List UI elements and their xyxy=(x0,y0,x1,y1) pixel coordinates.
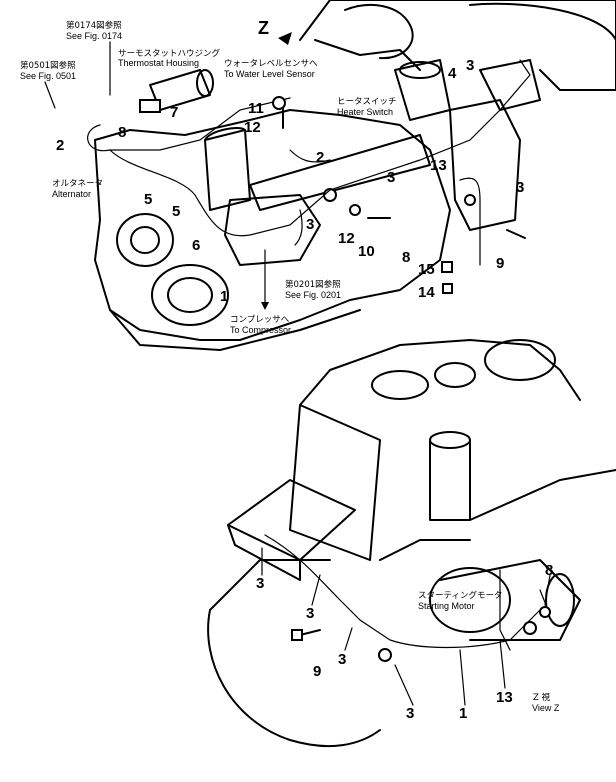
callout-3: 3 xyxy=(256,575,264,592)
upper-engine-drawing xyxy=(87,0,616,351)
water-sensor-en: To Water Level Sensor xyxy=(224,69,315,79)
heater-switch-label: ヒータスイッチ Heater Switch xyxy=(337,97,397,117)
callout-5: 5 xyxy=(144,191,152,208)
heater-switch-en: Heater Switch xyxy=(337,107,393,117)
view-marker: Z xyxy=(258,18,269,38)
fig0201-ref-jp: 第0201図参照 xyxy=(285,279,341,290)
callout-5: 5 xyxy=(172,203,180,220)
upper-callouts: 2 7 8 5 5 6 1 11 12 2 3 3 12 10 4 3 13 3… xyxy=(56,57,524,305)
fig0201-ref-en: See Fig. 0201 xyxy=(285,290,341,300)
view-z-en: View Z xyxy=(532,703,560,713)
lower-callouts: 3 3 9 3 3 1 13 8 xyxy=(256,562,553,722)
callout-2: 2 xyxy=(316,149,324,166)
starting-motor-jp: スターティングモータ xyxy=(418,590,503,601)
callout-9: 9 xyxy=(313,663,321,680)
water-sensor-label: ウォータレベルセンサへ To Water Level Sensor xyxy=(224,59,318,79)
fig0501-ref-jp: 第0501図参照 xyxy=(20,60,76,71)
callout-13: 13 xyxy=(430,157,447,174)
callout-3: 3 xyxy=(406,705,414,722)
callout-12: 12 xyxy=(338,230,355,247)
callout-3: 3 xyxy=(306,216,314,233)
view-z-label: Z 視 View Z xyxy=(532,692,560,713)
callout-1: 1 xyxy=(220,288,228,305)
fig0174-ref-en: See Fig. 0174 xyxy=(66,31,122,41)
fig0501-label: 第0501図参照 See Fig. 0501 xyxy=(20,60,76,109)
compressor-jp: コンプレッサへ xyxy=(230,315,290,325)
callout-12: 12 xyxy=(244,119,261,136)
callout-10: 10 xyxy=(358,243,375,260)
callout-15: 15 xyxy=(418,261,435,278)
callout-9: 9 xyxy=(496,255,504,272)
fig0174-ref-jp: 第0174図参照 xyxy=(66,20,122,31)
alternator-en: Alternator xyxy=(52,189,91,199)
compressor-label: コンプレッサへ To Compressor xyxy=(230,284,291,335)
view-z-arrow: Z xyxy=(258,18,292,45)
callout-7: 7 xyxy=(170,104,178,121)
callout-2: 2 xyxy=(56,137,64,154)
callout-1: 1 xyxy=(459,705,467,722)
callout-6: 6 xyxy=(192,237,200,254)
callout-14: 14 xyxy=(418,284,435,301)
thermostat-label: 第0174図参照 See Fig. 0174 サーモスタットハウジング Ther… xyxy=(66,20,221,96)
callout-3: 3 xyxy=(466,57,474,74)
fig0201-label: 第0201図参照 See Fig. 0201 xyxy=(285,279,341,300)
callout-8: 8 xyxy=(545,562,553,579)
callout-3: 3 xyxy=(338,651,346,668)
callout-4: 4 xyxy=(448,65,457,82)
starting-motor-en: Starting Motor xyxy=(418,601,475,611)
callout-3: 3 xyxy=(387,169,395,186)
lower-engine-drawing xyxy=(207,339,616,747)
alternator-jp: オルタネータ xyxy=(52,179,103,189)
callout-11: 11 xyxy=(248,100,264,117)
compressor-en: To Compressor xyxy=(230,325,291,335)
callout-3: 3 xyxy=(516,179,524,196)
thermostat-name-jp: サーモスタットハウジング xyxy=(118,48,221,59)
alternator-label: オルタネータ Alternator xyxy=(52,179,103,199)
starting-motor-label: スターティングモータ Starting Motor xyxy=(418,590,503,611)
callout-8: 8 xyxy=(402,249,410,266)
water-sensor-jp: ウォータレベルセンサへ xyxy=(224,59,318,69)
callout-3: 3 xyxy=(306,605,314,622)
heater-switch-jp: ヒータスイッチ xyxy=(337,97,397,107)
view-z-jp: Z 視 xyxy=(533,692,551,703)
thermostat-name-en: Thermostat Housing xyxy=(118,58,199,68)
fig0501-ref-en: See Fig. 0501 xyxy=(20,71,76,81)
callout-8: 8 xyxy=(118,124,126,141)
callout-13: 13 xyxy=(496,689,513,706)
